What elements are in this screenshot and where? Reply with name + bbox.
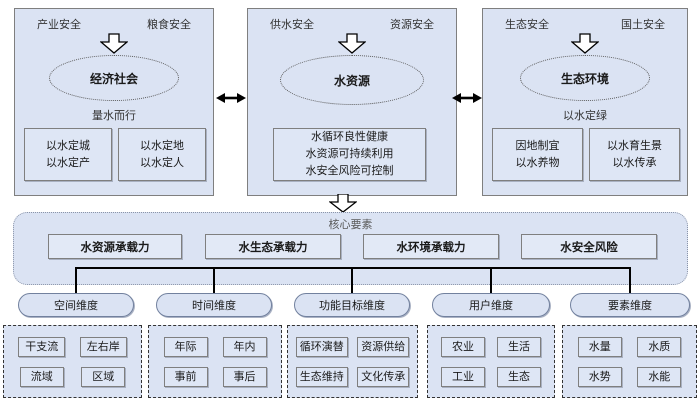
panel-top-labels: 供水安全 资源安全 [248,9,456,32]
sub-box-line: 以水定产 [46,156,90,169]
item: 文化传承 [357,366,410,387]
node-economy-society: 经济社会 [49,55,179,101]
item: 生态 [497,366,541,387]
connector-drop-line [629,267,631,297]
core-box-water-ecology-capacity: 水生态承载力 [205,234,341,259]
group-space-items: 干支流 左右岸 流域 区域 [3,325,142,398]
label-food-safety: 粮食安全 [147,19,191,31]
pill-function-dimension: 功能目标维度 [294,293,410,317]
label-water-supply-safety: 供水安全 [270,19,314,31]
item: 年内 [222,336,267,357]
item: 事前 [163,366,208,387]
item: 水质 [637,336,682,357]
double-arrow-icon [452,93,482,103]
node-water-resources: 水资源 [280,55,424,105]
group-user-items: 农业 生活 工业 生态 [427,325,555,398]
sub-box-line: 以水定城 [46,139,90,152]
connector-drop-line [213,267,215,297]
double-arrow-icon [216,93,246,103]
label-ecological-safety: 生态安全 [505,19,549,31]
item: 流域 [19,366,64,387]
sub-box-line: 因地制宜 [515,139,560,152]
down-arrow-icon [100,33,128,54]
sub-box: 以水定地 以水定人 [118,128,206,181]
goal-line: 水安全风险可控制 [305,165,394,177]
group-function-items: 循环演替 资源供给 生态维持 文化传承 [287,325,418,398]
sub-box-line: 以水传承 [612,156,657,169]
item: 水势 [577,366,622,387]
goal-line: 水资源可持续利用 [305,148,394,160]
connector-bus-line [75,267,631,269]
down-arrow-icon [571,33,599,54]
label-industry-safety: 产业安全 [37,19,81,31]
down-arrow-icon [338,33,366,54]
item: 事后 [222,366,267,387]
item: 农业 [441,336,485,357]
connector-drop-line [351,267,353,297]
sub-box-line: 以水定人 [140,156,184,169]
item: 工业 [441,366,485,387]
panel-sub-boxes: 以水定城 以水定产 以水定地 以水定人 [24,128,206,181]
sub-box: 以水定城 以水定产 [24,128,112,181]
goal-line: 水循环良性健康 [311,131,388,143]
sub-box: 以水育生景 以水传承 [589,128,680,181]
pill-user-dimension: 用户维度 [432,293,550,317]
core-box-water-safety-risk: 水安全风险 [521,234,657,259]
node-ecological-environment: 生态环境 [520,55,650,101]
down-arrow-icon [329,194,357,213]
core-box-water-resource-capacity: 水资源承载力 [48,234,182,259]
item: 生态维持 [295,366,348,387]
item: 水能 [637,366,682,387]
core-elements-title: 核心要素 [328,219,373,231]
sub-box: 因地制宜 以水养物 [492,128,583,181]
panel-water-resources: 供水安全 资源安全 水资源 水循环良性健康 水资源可持续利用 水安全风险可控制 [247,8,457,196]
core-elements-container: 核心要素 水资源承载力 水生态承载力 水环境承载力 水安全风险 [13,212,688,285]
caption-green-by-water: 以水定绿 [563,110,607,122]
water-goals-box: 水循环良性健康 水资源可持续利用 水安全风险可控制 [273,128,426,181]
label-land-safety: 国土安全 [621,19,665,31]
pill-element-dimension: 要素维度 [570,293,690,317]
item: 水量 [577,336,622,357]
item: 生活 [497,336,541,357]
sub-box-line: 以水定地 [140,139,184,152]
group-time-items: 年际 年内 事前 事后 [148,325,282,398]
connector-drop-line [490,267,492,297]
group-element-items: 水量 水质 水势 水能 [562,325,697,398]
sub-box-line: 以水育生景 [607,139,662,152]
caption-measure-water: 量水而行 [92,110,136,122]
item: 循环演替 [295,336,348,357]
item: 资源供给 [357,336,410,357]
panel-ecological-environment: 生态安全 国土安全 生态环境 以水定绿 因地制宜 以水养物 以水育生景 以水传承 [482,8,688,196]
item: 区域 [81,366,126,387]
panel-top-labels: 生态安全 国土安全 [483,9,687,32]
panel-economy-society: 产业安全 粮食安全 经济社会 量水而行 以水定城 以水定产 以水定地 以水定人 [14,8,214,196]
label-resource-safety: 资源安全 [390,19,434,31]
sub-box-line: 以水养物 [515,156,560,169]
item: 左右岸 [79,336,127,357]
panel-sub-boxes: 因地制宜 以水养物 以水育生景 以水传承 [492,128,680,181]
core-box-water-environment-capacity: 水环境承载力 [363,234,499,259]
item: 干支流 [18,336,66,357]
pill-space-dimension: 空间维度 [18,293,134,317]
pill-time-dimension: 时间维度 [156,293,272,317]
item: 年际 [163,336,208,357]
panel-top-labels: 产业安全 粮食安全 [15,9,213,32]
connector-drop-line [75,267,77,297]
